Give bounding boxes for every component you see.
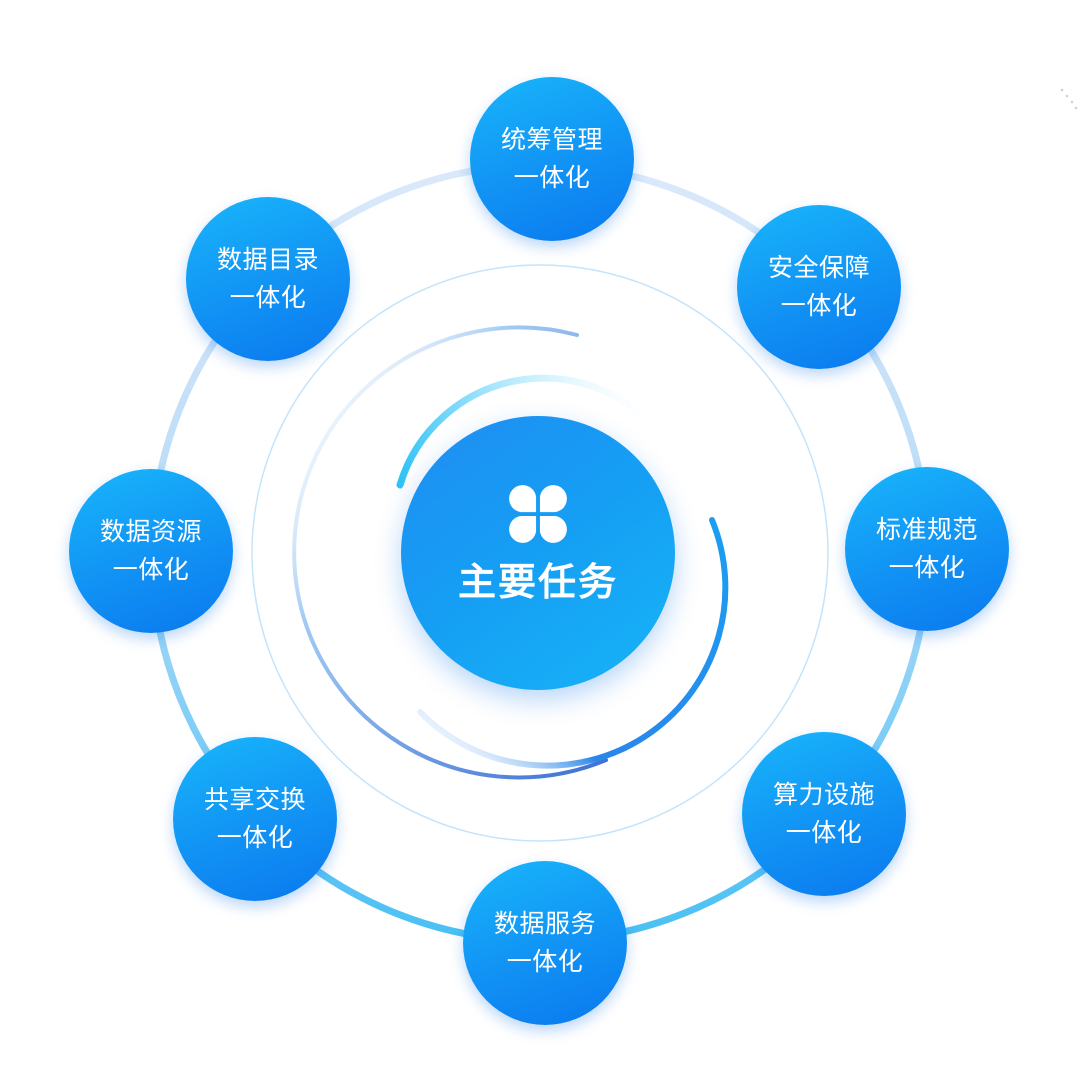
node-standards: 标准规范 一体化 — [845, 467, 1009, 631]
node-sublabel: 一体化 — [513, 163, 591, 192]
node-label: 数据目录 — [216, 245, 319, 274]
inner-arc-top — [396, 374, 669, 489]
inner-arc-right — [417, 517, 729, 769]
node-sublabel: 一体化 — [229, 283, 307, 312]
dark-arc — [292, 325, 608, 780]
node-data-services: 数据服务 一体化 — [463, 861, 627, 1025]
node-sublabel: 一体化 — [112, 555, 190, 584]
node-overall-management: 统筹管理 一体化 — [470, 77, 634, 241]
node-sublabel: 一体化 — [888, 553, 966, 582]
center-hub: 主要任务 — [401, 416, 675, 690]
node-data-resources: 数据资源 一体化 — [69, 469, 233, 633]
node-label: 标准规范 — [875, 515, 978, 544]
four-petal-icon — [509, 485, 567, 543]
node-sublabel: 一体化 — [780, 291, 858, 320]
node-label: 数据服务 — [493, 909, 596, 938]
node-label: 安全保障 — [767, 253, 870, 282]
node-label: 共享交换 — [203, 785, 306, 814]
node-sublabel: 一体化 — [506, 947, 584, 976]
node-label: 算力设施 — [772, 780, 875, 809]
corner-dots — [1060, 88, 1078, 110]
node-label: 数据资源 — [99, 517, 202, 546]
thin-ring — [251, 264, 829, 842]
node-label: 统筹管理 — [500, 125, 603, 154]
node-security-assurance: 安全保障 一体化 — [737, 205, 901, 369]
node-data-catalog: 数据目录 一体化 — [186, 197, 350, 361]
node-sublabel: 一体化 — [216, 823, 294, 852]
center-title: 主要任务 — [457, 560, 618, 604]
node-compute-infrastructure: 算力设施 一体化 — [742, 732, 906, 896]
node-sublabel: 一体化 — [785, 818, 863, 847]
node-sharing-exchange: 共享交换 一体化 — [173, 737, 337, 901]
